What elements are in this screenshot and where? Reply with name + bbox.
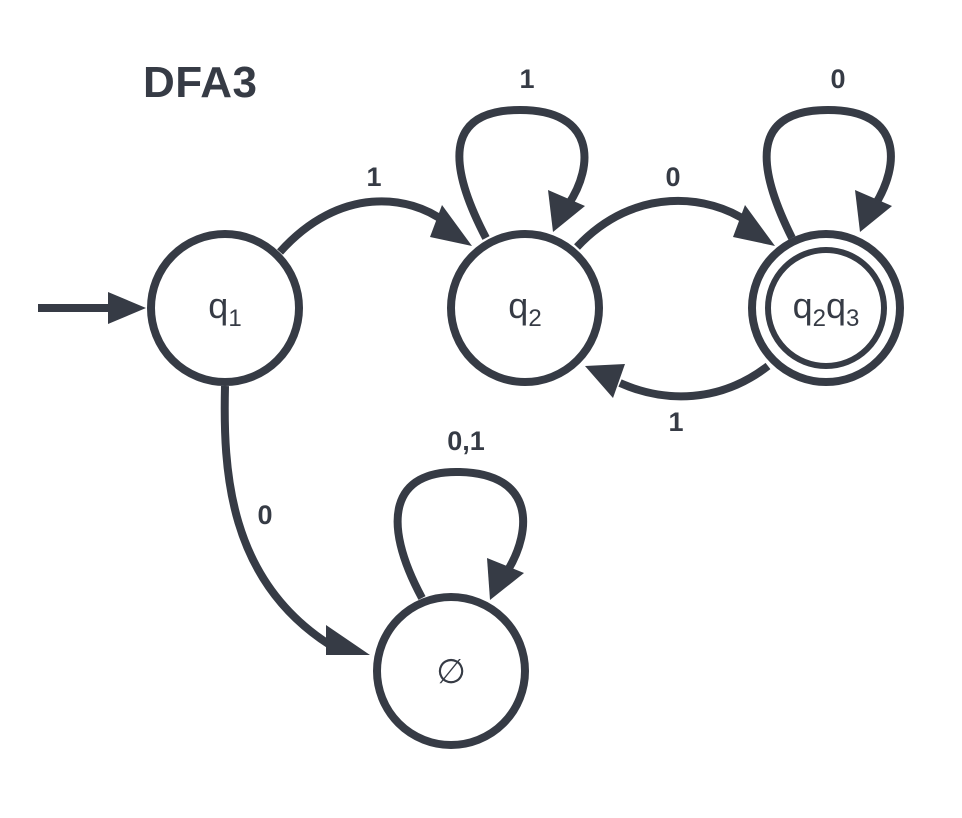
edge-label-q1-empty: 0: [257, 500, 272, 530]
edge-label-q2-q2q3: 0: [665, 162, 680, 192]
state-label-q2: q2: [508, 285, 541, 332]
edge-q1-to-empty: 0: [220, 385, 370, 655]
state-q1: q1: [147, 230, 303, 386]
edge-label-q1-q2: 1: [366, 162, 381, 192]
edge-label-q2q3-loop: 0: [830, 64, 845, 94]
edge-q2-loop: 1: [455, 64, 589, 240]
state-label-q1: q1: [208, 285, 241, 332]
edge-q1-to-q2: 1: [277, 162, 472, 255]
edge-empty-loop: 0,1: [393, 426, 528, 600]
state-empty: ∅: [373, 593, 529, 749]
edge-q2-to-q2q3: 0: [574, 162, 775, 250]
diagram-title: DFA3: [143, 58, 258, 107]
edge-label-q2-loop: 1: [519, 64, 534, 94]
edge-q2q3-to-q2: 1: [585, 362, 771, 437]
state-label-empty: ∅: [436, 653, 466, 691]
edge-label-empty-loop: 0,1: [447, 426, 485, 456]
state-q2q3: q2q3: [748, 230, 904, 386]
start-arrow: [38, 292, 146, 324]
state-label-q2q3: q2q3: [793, 285, 860, 332]
edge-q2q3-loop: 0: [762, 64, 895, 240]
state-q2: q2: [447, 230, 603, 386]
edge-label-q2q3-q2: 1: [668, 407, 683, 437]
